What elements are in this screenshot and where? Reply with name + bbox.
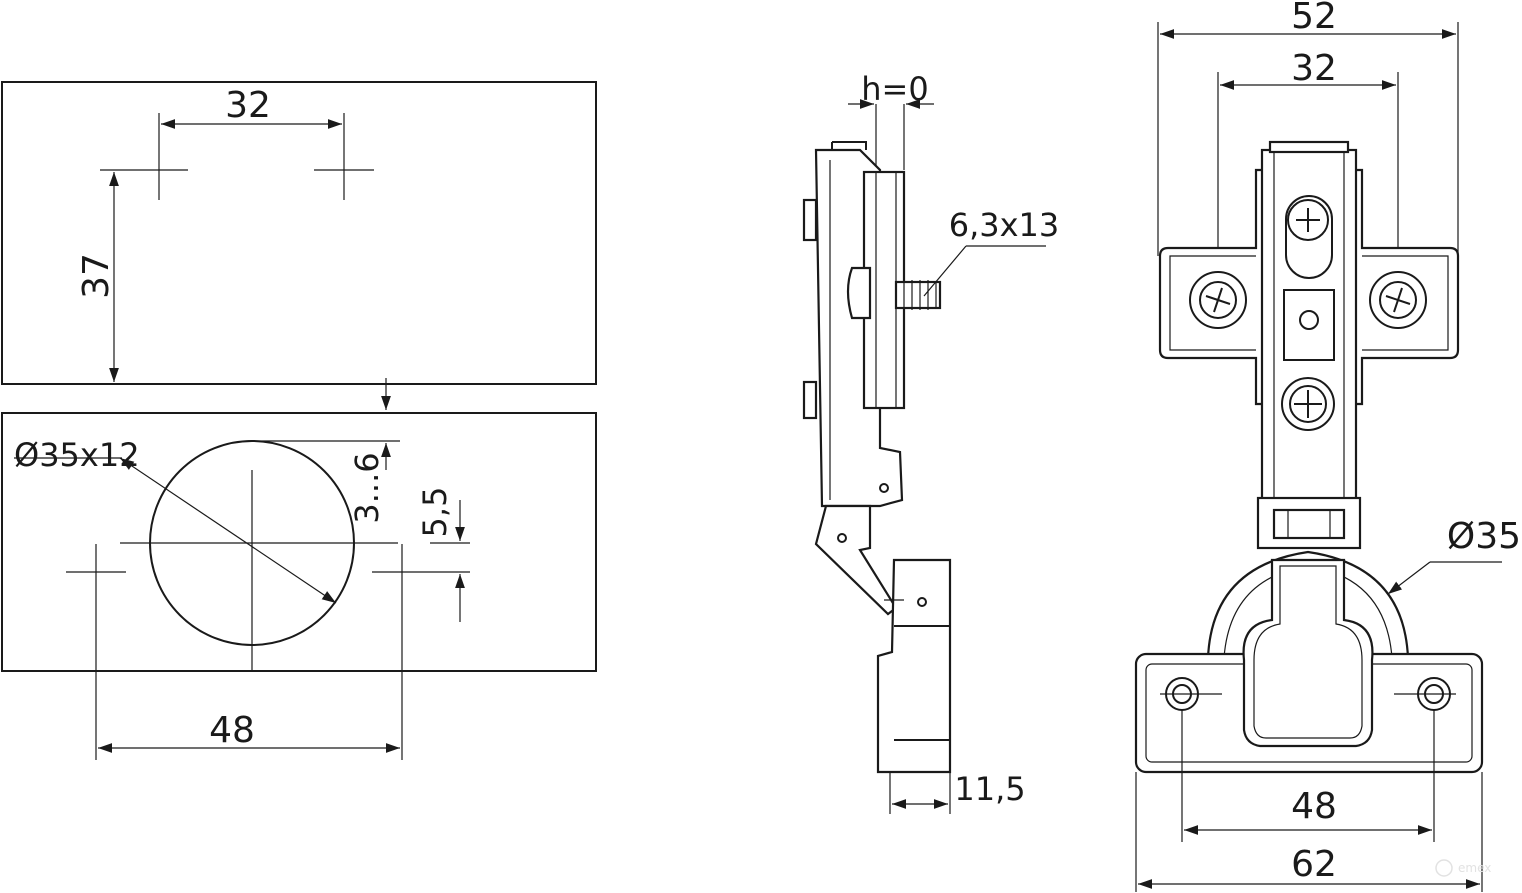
- cup-drilling-view: Ø35x12 3...6 5,5 48: [1, 378, 597, 760]
- watermark-text: emex: [1458, 861, 1491, 875]
- cup-screw-crosshair: [66, 544, 126, 760]
- cup-screw-crosshair: [372, 544, 470, 760]
- depth-screw-icon: [1281, 377, 1335, 431]
- hinge-cup-side: [876, 558, 952, 774]
- cup-diameter-leader: [119, 457, 337, 604]
- watermark-logo: emex: [1435, 859, 1491, 877]
- dim-plate-holes: 32: [1291, 48, 1337, 89]
- plate-drilling-view: 32 37: [1, 81, 597, 385]
- dim-mount-offset: 37: [76, 253, 117, 299]
- dim-cup-width: 62: [1291, 844, 1337, 885]
- dim-screw-offset: 5,5: [416, 487, 454, 538]
- dim-mount-spacing: 32: [225, 85, 271, 126]
- plate-screw-icon: [1189, 271, 1247, 329]
- dim-overlay: h=0: [861, 70, 928, 108]
- dim-edge-distance: 3...6: [348, 452, 386, 523]
- dim-cup-holes: 48: [1291, 786, 1337, 827]
- door-panel-outline: [1, 412, 597, 672]
- plate-hole-crosshair: [314, 140, 374, 200]
- side-panel-outline: [1, 81, 597, 385]
- dim-cup-diameter: Ø35x12: [14, 436, 140, 474]
- dim-screw-size: 6,3x13: [949, 206, 1060, 244]
- dim-plate-width: 52: [1291, 0, 1337, 37]
- hinge-front-view: 52 32: [1134, 0, 1521, 892]
- hinge-link-side: [814, 504, 898, 616]
- plate-hole-crosshair: [100, 140, 188, 200]
- adjust-screw-icon: [1287, 199, 1329, 241]
- dim-cup-depth: 11,5: [954, 770, 1025, 808]
- plate-screw-icon: [1369, 271, 1427, 329]
- dim-screw-spacing: 48: [209, 710, 255, 751]
- dim-cup-label: Ø35: [1447, 516, 1521, 557]
- hinge-side-view: h=0 6,3x13: [802, 70, 1060, 814]
- screw-icon: [846, 266, 942, 320]
